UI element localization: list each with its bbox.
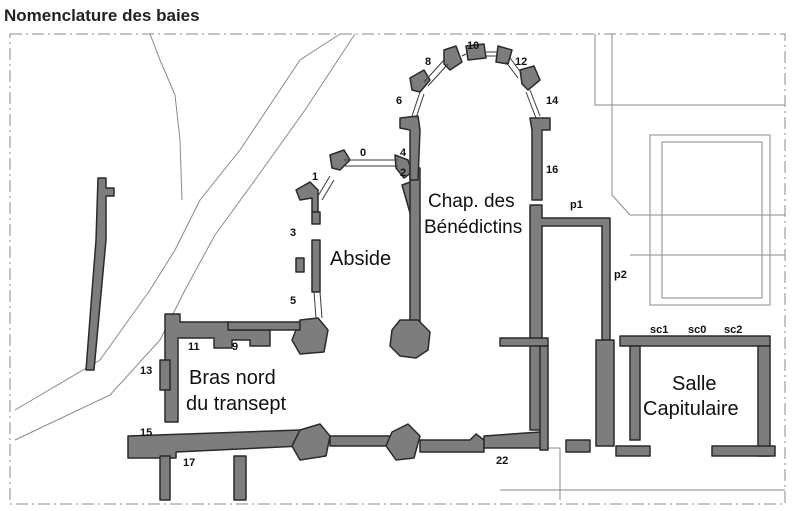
- bay-17: 17: [183, 457, 195, 469]
- bay-15: 15: [140, 427, 152, 439]
- bay-1: 1: [312, 171, 318, 183]
- bay-sc1: sc1: [650, 324, 668, 336]
- bay-6: 6: [396, 95, 402, 107]
- bay-12: 12: [515, 56, 527, 68]
- bay-16: 16: [546, 164, 558, 176]
- site-lines: [9, 33, 786, 505]
- bay-10: 10: [467, 40, 479, 52]
- bay-8: 8: [425, 56, 431, 68]
- window-lines: [313, 51, 543, 319]
- bay-14: 14: [546, 95, 559, 107]
- label-abside: Abside: [330, 248, 391, 270]
- label-transept-1: Bras nord: [189, 367, 276, 389]
- walls: [85, 43, 776, 501]
- label-salle-2: Capitulaire: [643, 398, 739, 420]
- room-labels: Abside Chap. des Bénédictins Bras nord d…: [186, 191, 739, 420]
- bay-4: 4: [400, 147, 407, 159]
- bay-13: 13: [140, 365, 152, 377]
- bay-5: 5: [290, 295, 296, 307]
- bay-11: 11: [188, 341, 200, 353]
- bay-p2: p2: [614, 269, 627, 281]
- diagram-title: Nomenclature des baies: [4, 6, 200, 25]
- bay-sc2: sc2: [724, 324, 742, 336]
- bay-9: 9: [232, 341, 238, 353]
- bay-p1: p1: [570, 199, 583, 211]
- label-salle-1: Salle: [672, 373, 716, 395]
- label-chapel-2: Bénédictins: [424, 217, 522, 238]
- label-transept-2: du transept: [186, 393, 287, 415]
- bay-2: 2: [400, 167, 406, 179]
- bay-labels: 0 1 2 3 4 5 6 8 9 10 11 12 13 14 15 16 1…: [140, 40, 742, 469]
- bay-22: 22: [496, 455, 508, 467]
- bay-sc0: sc0: [688, 324, 706, 336]
- bay-3: 3: [290, 227, 296, 239]
- bay-0: 0: [360, 147, 366, 159]
- label-chapel-1: Chap. des: [428, 191, 515, 212]
